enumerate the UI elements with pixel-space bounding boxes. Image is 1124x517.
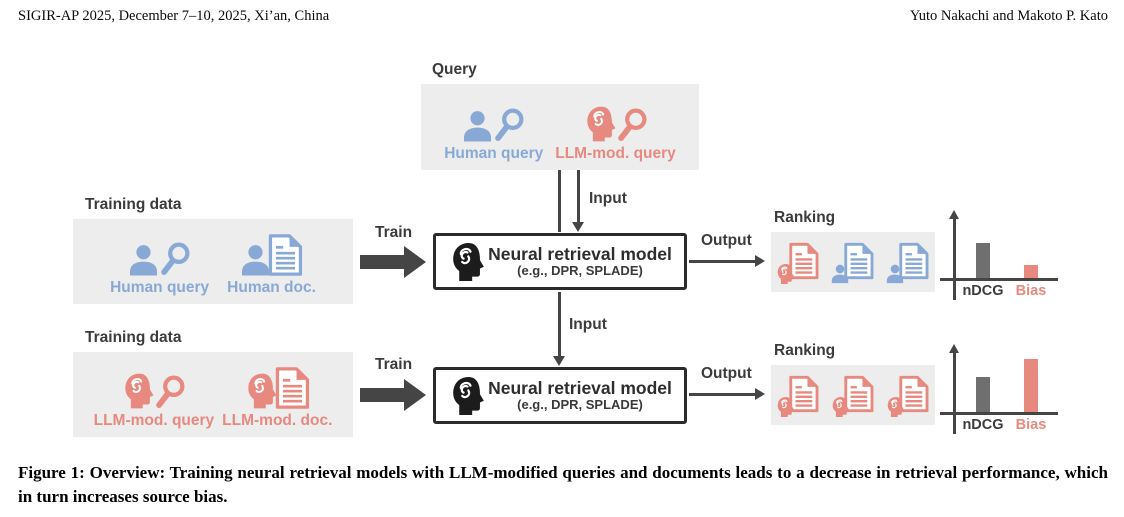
ndcg-label: nDCG — [962, 283, 1004, 299]
item-label: LLM-mod. query — [555, 145, 676, 162]
y-axis — [953, 218, 956, 300]
person-icon — [464, 111, 492, 142]
conference-header: SIGIR-AP 2025, December 7–10, 2025, Xi’a… — [18, 8, 330, 24]
input-label: Input — [589, 190, 627, 207]
llm-doc-item: LLM-mod. doc. — [222, 366, 332, 430]
item-label: LLM-mod. doc. — [222, 412, 333, 429]
item-label: Human query — [444, 145, 544, 162]
input-arrowhead — [572, 222, 584, 232]
ranking-bottom-label: Ranking — [774, 342, 836, 359]
x-axis — [940, 412, 1058, 415]
magnifier-icon — [159, 241, 192, 277]
model-title: Neural retrieval model — [488, 243, 672, 264]
human-query-item: Human query — [110, 241, 209, 297]
ranking-doc — [885, 240, 931, 284]
train-arrow — [360, 246, 426, 278]
input-line-left — [558, 170, 561, 232]
llm-brain-head-icon — [247, 372, 278, 410]
output-arrowhead — [755, 388, 765, 400]
llm-query-item: LLM-mod. query — [555, 105, 676, 163]
model-subtitle: (e.g., DPR, SPLADE) — [517, 262, 643, 278]
output-label: Output — [701, 365, 752, 382]
neural-model-box-top: Neural retrieval model (e.g., DPR, SPLAD… — [433, 233, 687, 290]
train-arrow — [360, 379, 426, 411]
input-arrow-line — [577, 170, 580, 222]
y-axis-arrowhead — [949, 344, 960, 353]
ranking-bottom-panel — [771, 365, 935, 425]
ndcg-bar — [976, 377, 990, 412]
item-label: LLM-mod. query — [93, 412, 215, 429]
llm-query-item: LLM-mod. query — [93, 372, 215, 430]
train-label: Train — [375, 224, 413, 241]
document-icon — [268, 234, 302, 276]
llm-brain-head-icon — [777, 396, 795, 418]
human-doc-item: Human doc. — [227, 233, 316, 297]
input-arrowhead — [553, 356, 565, 366]
ranking-doc — [885, 373, 931, 418]
llm-brain-head-icon — [777, 263, 795, 285]
person-icon — [831, 264, 849, 284]
output-arrow-line — [689, 393, 755, 396]
output-arrow-line — [689, 260, 755, 263]
query-panel: Human query LLM-mod. query — [421, 84, 699, 170]
input-label: Input — [569, 316, 607, 333]
ranking-doc — [830, 373, 876, 418]
ranking-doc — [775, 240, 821, 285]
neural-model-box-bottom: Neural retrieval model (e.g., DPR, SPLAD… — [433, 367, 687, 424]
magnifier-icon — [616, 107, 649, 143]
query-panel-label: Query — [432, 61, 477, 78]
model-subtitle: (e.g., DPR, SPLADE) — [517, 396, 643, 412]
input-arrow-line — [558, 292, 561, 356]
bar-chart-bottom: nDCG Bias — [936, 344, 1076, 444]
magnifier-icon — [493, 107, 526, 143]
figure-caption: Figure 1: Overview: Training neural retr… — [18, 463, 1108, 506]
output-arrowhead — [755, 255, 765, 267]
x-axis — [940, 278, 1058, 281]
bias-label: Bias — [1015, 417, 1047, 433]
llm-brain-head-icon — [832, 396, 850, 418]
y-axis-arrowhead — [949, 210, 960, 219]
model-brain-head-icon — [452, 375, 486, 416]
training-bottom-label: Training data — [85, 329, 182, 346]
output-label: Output — [701, 232, 752, 249]
bias-bar — [1024, 265, 1038, 278]
model-brain-head-icon — [452, 241, 486, 282]
llm-brain-head-icon — [124, 372, 155, 410]
ndcg-label: nDCG — [962, 417, 1004, 433]
ranking-top-label: Ranking — [774, 209, 836, 226]
ranking-doc — [830, 240, 876, 284]
ranking-top-panel — [771, 232, 935, 292]
bias-bar — [1024, 359, 1038, 412]
item-label: Human query — [110, 279, 210, 296]
human-query-item: Human query — [444, 107, 543, 163]
ranking-doc — [775, 373, 821, 418]
magnifier-icon — [154, 374, 187, 410]
llm-brain-head-icon — [887, 396, 905, 418]
bar-chart-top: nDCG Bias — [936, 210, 1076, 310]
model-title: Neural retrieval model — [488, 377, 672, 398]
train-label: Train — [375, 356, 413, 373]
ndcg-bar — [976, 243, 990, 278]
person-icon — [886, 264, 904, 284]
bias-label: Bias — [1015, 283, 1047, 299]
y-axis — [953, 352, 956, 434]
item-label: Human doc. — [227, 279, 316, 296]
authors-header: Yuto Nakachi and Makoto P. Kato — [909, 8, 1108, 24]
training-top-label: Training data — [85, 196, 182, 213]
training-top-panel: Human query Human doc. — [73, 219, 353, 304]
person-icon — [130, 245, 158, 276]
llm-brain-head-icon — [586, 105, 617, 143]
training-bottom-panel: LLM-mod. query LLM-mod. doc. — [73, 352, 353, 437]
